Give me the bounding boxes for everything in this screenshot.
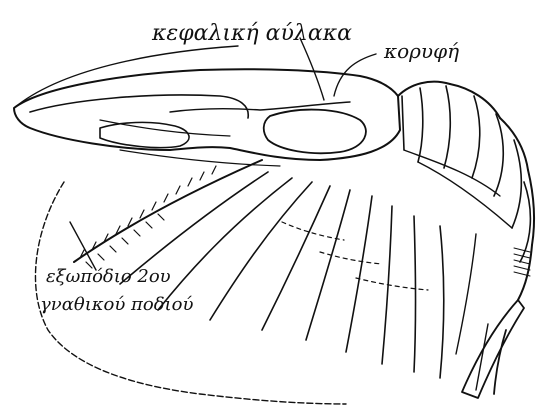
abdomen-segments: [398, 82, 534, 398]
lower-outline: [35, 182, 346, 404]
label-carina: κορυφή: [383, 39, 459, 63]
label-cephalic-groove: κεφαλική αύλακα: [151, 21, 352, 46]
label-exopodite-line1: εξωπόδιο 2ου: [46, 266, 171, 287]
label-exopodite-line2: γναθικού ποδιού: [40, 294, 193, 315]
carapace: [14, 69, 400, 160]
